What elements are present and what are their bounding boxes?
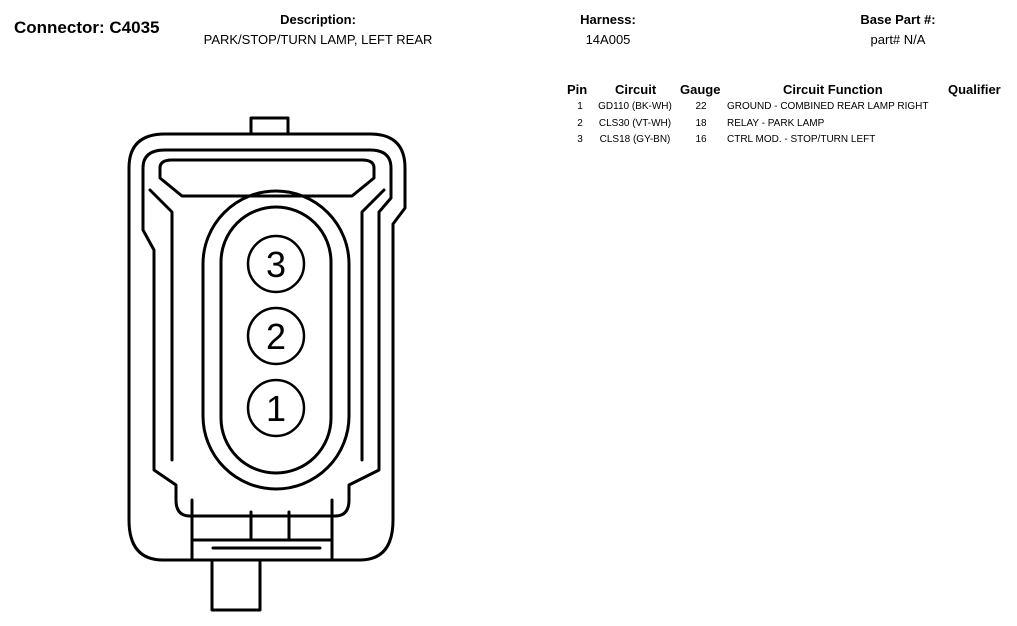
base-part-value: part# N/A <box>870 32 926 47</box>
pin-cavity-outer <box>201 189 351 491</box>
harness-value: 14A005 <box>585 32 631 47</box>
top-ridge <box>158 158 376 198</box>
housing-inner <box>141 148 393 518</box>
table-row: 1 GD110 (BK-WH) 22 GROUND - COMBINED REA… <box>0 101 1017 117</box>
lock-pins <box>249 510 291 542</box>
lock-foot <box>210 558 262 612</box>
pin-3-label: 3 <box>266 244 286 285</box>
connector-title: Connector: C4035 <box>14 18 160 37</box>
column-header-gauge: Gauge <box>680 82 721 97</box>
pin-3-circle <box>246 234 306 294</box>
gauge-cell: 22 <box>695 101 707 112</box>
latch-tab <box>249 116 290 136</box>
pin-cavity-inner <box>219 205 333 475</box>
function-cell: CTRL MOD. - STOP/TURN LEFT <box>727 134 876 145</box>
pin-cell: 1 <box>577 101 583 112</box>
shoulder-rib-right <box>360 188 386 462</box>
gauge-cell: 18 <box>695 118 707 129</box>
circuit-cell: GD110 (BK-WH) <box>598 101 672 112</box>
lock-body <box>190 498 334 562</box>
harness-label: Harness: <box>580 12 636 27</box>
description-value: PARK/STOP/TURN LAMP, LEFT REAR <box>203 32 433 47</box>
function-cell: RELAY - PARK LAMP <box>727 118 825 129</box>
gauge-cell: 16 <box>695 134 707 145</box>
housing-outer <box>127 132 407 562</box>
pin-1-label: 1 <box>266 388 286 429</box>
base-part-label: Base Part #: <box>860 12 936 27</box>
column-header-pin: Pin <box>567 82 588 97</box>
table-row: 3 CLS18 (GY-BN) 16 CTRL MOD. - STOP/TURN… <box>0 134 1017 150</box>
pin-2-circle <box>246 306 306 366</box>
shoulder-rib-left <box>148 188 174 462</box>
pin-1-circle <box>246 378 306 438</box>
column-header-qualifier: Qualifier <box>948 82 1001 97</box>
function-cell: GROUND - COMBINED REAR LAMP RIGHT <box>727 101 929 112</box>
circuit-cell: CLS30 (VT-WH) <box>598 118 672 129</box>
pin-cell: 3 <box>577 134 583 145</box>
table-row: 2 CLS30 (VT-WH) 18 RELAY - PARK LAMP <box>0 118 1017 134</box>
pin-cell: 2 <box>577 118 583 129</box>
column-header-circuit: Circuit <box>615 82 657 97</box>
column-header-circuit-function: Circuit Function <box>783 82 883 97</box>
pin-2-label: 2 <box>266 316 286 357</box>
circuit-cell: CLS18 (GY-BN) <box>599 134 671 145</box>
description-label: Description: <box>280 12 356 27</box>
